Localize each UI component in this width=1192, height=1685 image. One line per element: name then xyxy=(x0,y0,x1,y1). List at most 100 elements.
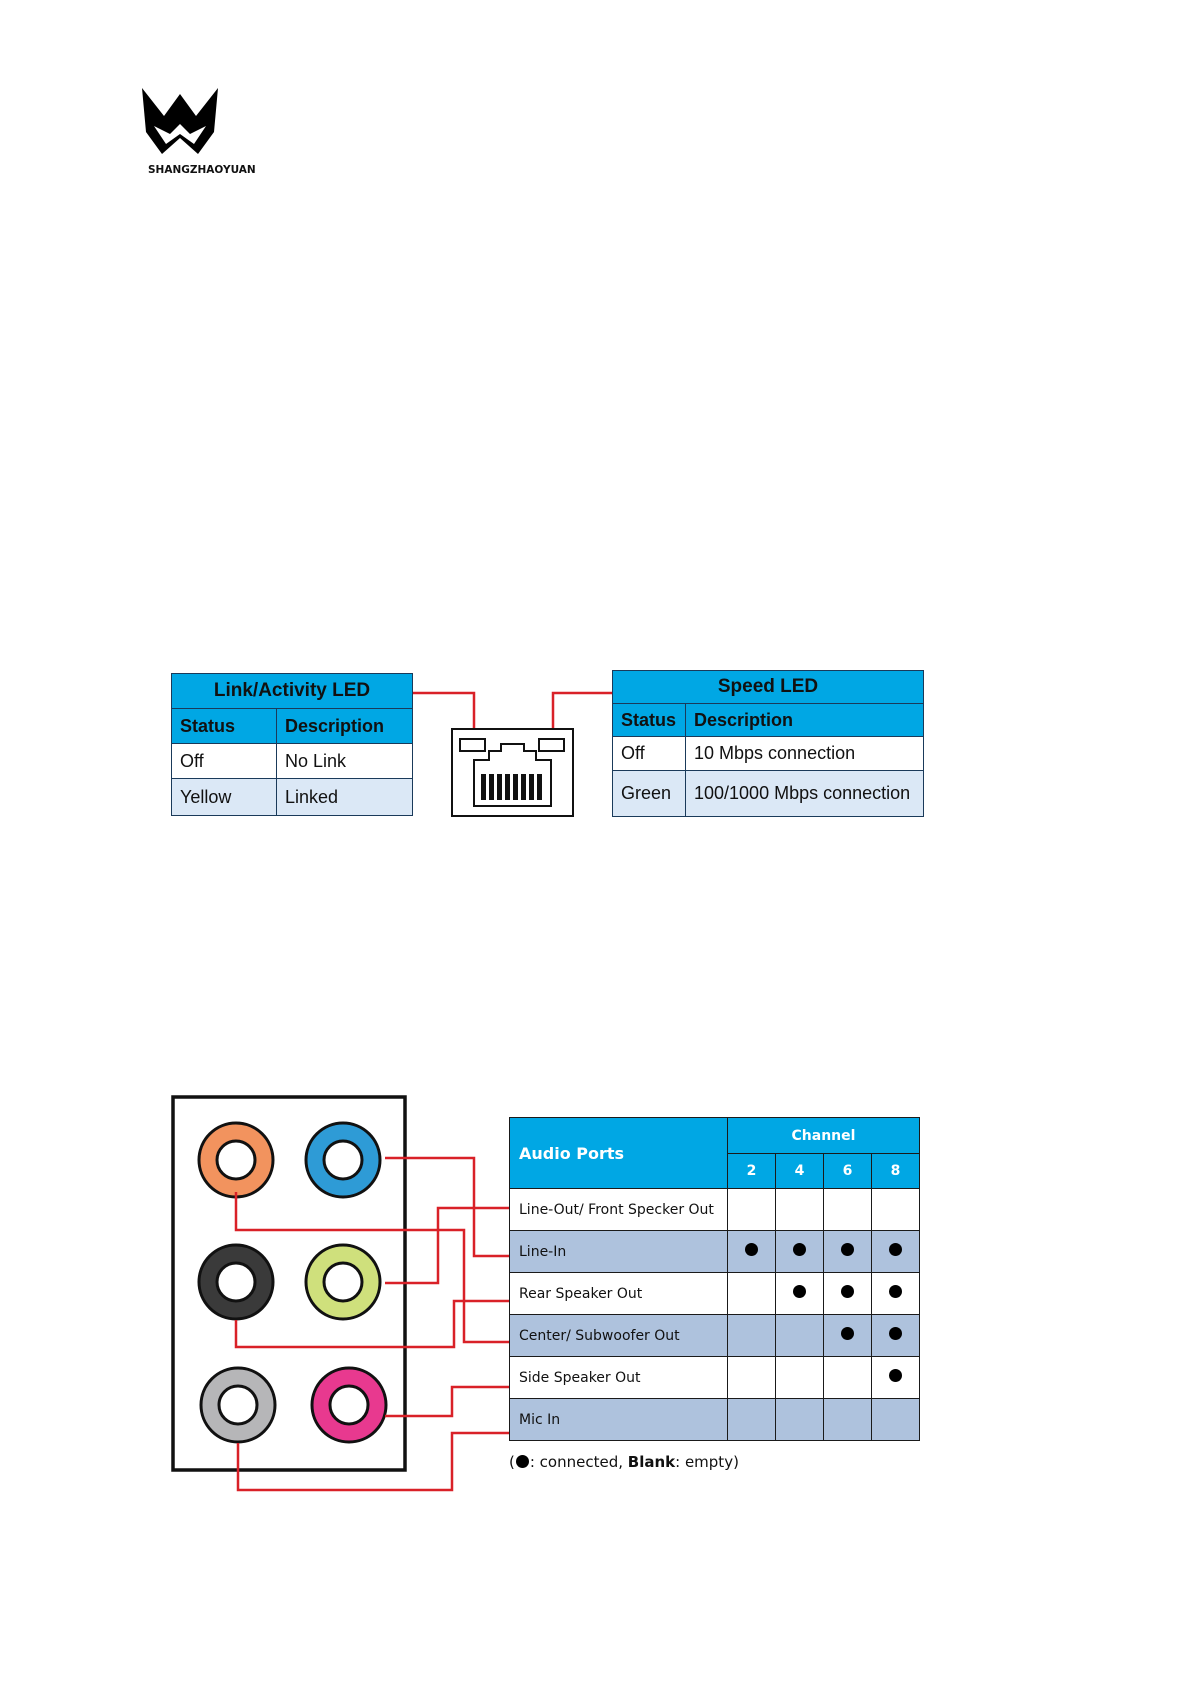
audio-ports-header: Audio Ports xyxy=(509,1117,728,1189)
mic-in-wire xyxy=(236,1431,509,1492)
table-row: Line-In xyxy=(509,1230,920,1273)
link-led-description: No Link xyxy=(276,743,413,779)
table-row: Side Speaker Out xyxy=(509,1356,920,1399)
channel-cell xyxy=(823,1356,872,1399)
speed-led-title: Speed LED xyxy=(612,670,924,704)
channel-cell xyxy=(871,1230,920,1273)
line-out-wire xyxy=(385,1206,509,1285)
legend-empty: : empty) xyxy=(675,1453,739,1471)
brand-name: SHANGZHAOYUAN xyxy=(148,164,256,176)
connected-dot-icon xyxy=(841,1327,854,1340)
channel-cell xyxy=(823,1188,872,1231)
center-subwoofer-wire xyxy=(234,1192,509,1344)
speed-led-wire xyxy=(551,691,612,738)
channel-cell xyxy=(823,1314,872,1357)
channel-2-header: 2 xyxy=(727,1153,776,1189)
rear-speaker-wire xyxy=(234,1299,509,1349)
audio-port-label: Rear Speaker Out xyxy=(509,1272,728,1315)
link-led-description: Linked xyxy=(276,778,413,816)
table-row: Rear Speaker Out xyxy=(509,1272,920,1315)
audio-ports-table: Audio Ports Channel 2 4 6 8 Line-Out/ Fr… xyxy=(509,1117,920,1441)
connected-dot-icon xyxy=(793,1285,806,1298)
channel-cell xyxy=(871,1398,920,1441)
rj45-port-icon xyxy=(451,728,574,817)
channel-cell xyxy=(871,1356,920,1399)
speed-led-status: Off xyxy=(612,736,686,771)
table-row: Off 10 Mbps connection xyxy=(612,736,924,771)
channel-6-header: 6 xyxy=(823,1153,872,1189)
channel-cell xyxy=(727,1314,776,1357)
speed-led-status-header: Status xyxy=(612,703,686,737)
channel-cell xyxy=(775,1314,824,1357)
shangzhaoyuan-logo-icon xyxy=(142,88,218,154)
channel-cell xyxy=(727,1356,776,1399)
connected-dot-icon xyxy=(745,1243,758,1256)
connected-dot-icon xyxy=(889,1369,902,1382)
speed-led-description: 100/1000 Mbps connection xyxy=(685,770,924,817)
brand-logo: SHANGZHAOYUAN xyxy=(140,86,260,186)
channel-cell xyxy=(727,1188,776,1231)
legend-blank: Blank xyxy=(627,1453,676,1471)
audio-legend: ( : connected, Blank: empty) xyxy=(509,1453,739,1471)
side-speaker-wire xyxy=(385,1385,509,1418)
table-row: Center/ Subwoofer Out xyxy=(509,1314,920,1357)
table-row: Yellow Linked xyxy=(171,778,413,816)
speed-led-description-header: Description xyxy=(685,703,924,737)
link-led-status: Yellow xyxy=(171,778,277,816)
connected-dot-icon xyxy=(793,1243,806,1256)
link-activity-led-table: Link/Activity LED Status Description Off… xyxy=(171,673,413,816)
channel-cell xyxy=(871,1188,920,1231)
connected-dot-icon xyxy=(889,1327,902,1340)
orange-audio-jack xyxy=(197,1121,275,1199)
channel-cell xyxy=(775,1230,824,1273)
channel-cell xyxy=(727,1272,776,1315)
speed-led-status: Green xyxy=(612,770,686,817)
gray-audio-jack xyxy=(199,1366,277,1444)
link-led-description-header: Description xyxy=(276,708,413,744)
channel-4-header: 4 xyxy=(775,1153,824,1189)
lan-wires xyxy=(413,691,612,738)
black-audio-jack xyxy=(197,1243,275,1321)
audio-port-label: Line-In xyxy=(509,1230,728,1273)
link-led-title: Link/Activity LED xyxy=(171,673,413,709)
channel-cell xyxy=(727,1230,776,1273)
link-led-status: Off xyxy=(171,743,277,779)
channel-cell xyxy=(823,1230,872,1273)
audio-port-label: Mic In xyxy=(509,1398,728,1441)
connected-dot-icon xyxy=(889,1285,902,1298)
channel-cell xyxy=(775,1398,824,1441)
speed-led-description: 10 Mbps connection xyxy=(685,736,924,771)
pink-audio-jack xyxy=(310,1366,388,1444)
channel-cell xyxy=(775,1272,824,1315)
audio-wires xyxy=(234,1156,509,1492)
channel-cell xyxy=(823,1398,872,1441)
channel-cell xyxy=(775,1356,824,1399)
speed-led-table: Speed LED Status Description Off 10 Mbps… xyxy=(612,670,924,817)
audio-port-label: Line-Out/ Front Specker Out xyxy=(509,1188,728,1231)
legend-open: ( xyxy=(509,1453,515,1471)
audio-port-label: Center/ Subwoofer Out xyxy=(509,1314,728,1357)
connected-dot-icon xyxy=(889,1243,902,1256)
lime-audio-jack xyxy=(304,1243,382,1321)
channel-cell xyxy=(823,1272,872,1315)
table-row: Off No Link xyxy=(171,743,413,779)
channel-header: Channel xyxy=(727,1117,920,1154)
table-row: Line-Out/ Front Specker Out xyxy=(509,1188,920,1231)
channel-cell xyxy=(871,1272,920,1315)
link-led-status-header: Status xyxy=(171,708,277,744)
channel-cell xyxy=(727,1398,776,1441)
blue-audio-jack xyxy=(304,1121,382,1199)
channel-cell xyxy=(871,1314,920,1357)
audio-port-label: Side Speaker Out xyxy=(509,1356,728,1399)
table-row: Mic In xyxy=(509,1398,920,1441)
table-row: Green 100/1000 Mbps connection xyxy=(612,770,924,817)
connected-dot-icon xyxy=(515,1455,529,1468)
channel-8-header: 8 xyxy=(871,1153,920,1189)
legend-connected: : connected, xyxy=(529,1453,628,1471)
link-led-wire xyxy=(413,691,476,738)
connected-dot-icon xyxy=(841,1243,854,1256)
channel-cell xyxy=(775,1188,824,1231)
connected-dot-icon xyxy=(841,1285,854,1298)
